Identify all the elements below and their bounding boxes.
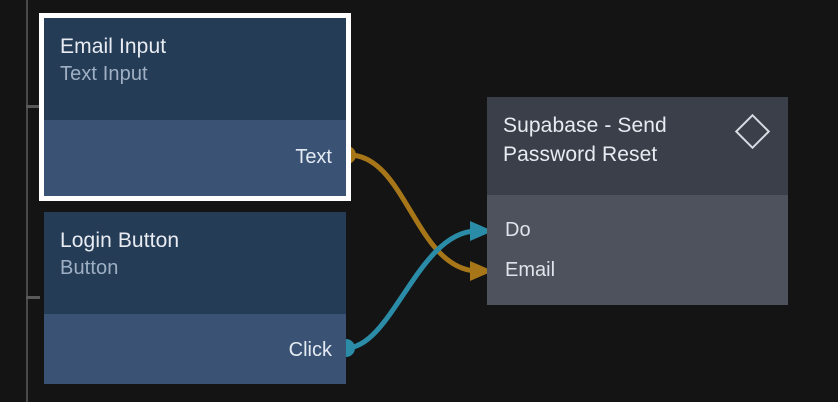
output-port-label-click[interactable]: Click	[288, 339, 332, 361]
wire-text-to-email	[344, 152, 479, 274]
node-subtitle-login-button: Button	[60, 257, 119, 279]
node-title-supabase-send-password-reset: Supabase - Send Password Reset	[503, 114, 667, 166]
node-title-email-input: Email Input	[60, 35, 167, 58]
guide-tick-lower	[26, 296, 40, 299]
input-port-label-do[interactable]: Do	[505, 219, 531, 241]
wire-click-to-do	[343, 228, 479, 351]
guide-tick-upper	[26, 105, 40, 108]
node-header-supabase-send-password-reset[interactable]: Supabase - Send Password Reset	[487, 97, 788, 195]
diamond-icon	[734, 113, 771, 150]
node-title-login-button: Login Button	[60, 229, 180, 252]
output-port-label-text[interactable]: Text	[295, 146, 332, 168]
node-selection-ring-email-input	[39, 13, 351, 201]
node-subtitle-email-input: Text Input	[60, 63, 148, 85]
node-header-email-input[interactable]: Email Input Text Input	[44, 18, 346, 120]
input-port-label-email[interactable]: Email	[505, 259, 556, 281]
node-header-login-button[interactable]: Login Button Button	[44, 212, 346, 314]
node-login-button[interactable]: Login Button Button Click	[44, 212, 346, 384]
node-body-login-button: Click	[44, 314, 346, 384]
vertical-guide-line	[26, 0, 28, 402]
node-email-input[interactable]: Email Input Text Input Text	[44, 18, 346, 196]
node-body-email-input: Text	[44, 120, 346, 196]
node-body-supabase-send-password-reset: Do Email	[487, 195, 788, 305]
node-supabase-send-password-reset[interactable]: Supabase - Send Password Reset Do Email	[487, 97, 788, 305]
